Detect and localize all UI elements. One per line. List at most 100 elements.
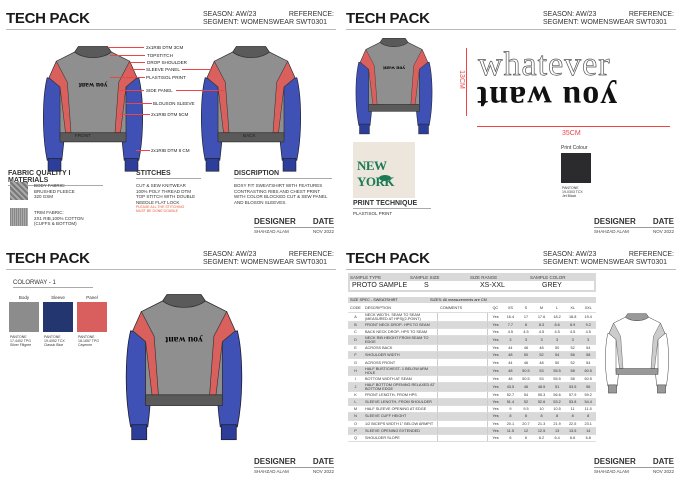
cell-size-value: 9.5 bbox=[518, 405, 534, 414]
cell-size-value: 6 bbox=[502, 434, 519, 443]
cell-size-value: 17 bbox=[518, 312, 534, 322]
cell-comments bbox=[437, 391, 489, 400]
cell-code: L bbox=[348, 398, 363, 407]
cell-size-value: 52.7 bbox=[502, 391, 519, 400]
cell-size-value: 48 bbox=[533, 344, 550, 353]
cell-comments bbox=[437, 412, 489, 421]
cell-qc: Yes bbox=[487, 358, 503, 367]
cell-size-value: 52 bbox=[564, 358, 581, 367]
callout-blouson-sleeve: BLOUSON SLEEVE bbox=[153, 101, 195, 106]
reference-photo: NEW YORK bbox=[353, 142, 415, 198]
cell-qc: Yes bbox=[487, 405, 503, 414]
cell-size-value: 51 bbox=[549, 382, 565, 392]
cell-size-value: 58 bbox=[564, 375, 581, 383]
cell-size-value: 48 bbox=[502, 351, 519, 360]
cell-desc: FRONT LENGTH- FROM HPS bbox=[362, 391, 438, 400]
page-title: TECH PACK bbox=[346, 10, 430, 27]
cell-desc: ACROSS BACK bbox=[362, 344, 438, 353]
cell-size-value: 3 bbox=[549, 335, 565, 346]
cell-qc: Yes bbox=[487, 427, 503, 435]
cell-size-value: 56 bbox=[580, 382, 596, 392]
print-technique-value: PLASTISOL PRINT bbox=[353, 211, 393, 216]
width-dimension-label: 35CM bbox=[562, 130, 581, 137]
reference: REFERENCE:SWT0301 bbox=[628, 11, 674, 26]
cell-size-value: 8 bbox=[518, 321, 534, 329]
cell-size-value: 4.5 bbox=[533, 328, 550, 337]
cell-comments bbox=[437, 321, 489, 329]
cell-size-value: 10.5 bbox=[549, 405, 565, 414]
callout-topstitch: TOPSTITCH bbox=[147, 53, 173, 58]
cell-size-value: 8 bbox=[549, 412, 565, 421]
cell-size-value: 3 bbox=[580, 335, 596, 346]
page-title: TECH PACK bbox=[6, 10, 90, 27]
sweatshirt-front-sketch: you want bbox=[43, 46, 143, 172]
cell-size-value: 9 bbox=[502, 405, 519, 414]
cell-size-value: 53.8 bbox=[564, 398, 581, 407]
cell-size-value: 3 bbox=[533, 335, 550, 346]
back-label: BACK bbox=[243, 133, 256, 138]
cell-desc: SLEEVE LENGTH- FROM SHOULDER bbox=[362, 398, 438, 407]
cell-code: B bbox=[348, 321, 363, 329]
cell-comments bbox=[437, 366, 489, 376]
cell-code: E bbox=[348, 344, 363, 353]
cell-size-value: 46 bbox=[518, 358, 534, 367]
cell-comments bbox=[437, 427, 489, 435]
cell-code: J bbox=[348, 382, 363, 392]
cell-desc: SLEEVE OPENING EXTENDED bbox=[362, 427, 438, 435]
cell-desc: HALF BUST/CHEST- 1 BELOW ARM HOLE bbox=[362, 366, 438, 376]
cell-size-value: 55.5 bbox=[549, 375, 565, 383]
cell-size-value: 50 bbox=[549, 358, 565, 367]
cell-size-value: 8.3 bbox=[533, 321, 550, 329]
cell-code: K bbox=[348, 391, 363, 400]
cell-comments bbox=[437, 434, 489, 443]
cell-size-value: 52 bbox=[564, 344, 581, 353]
cell-size-value: 43.5 bbox=[502, 382, 519, 392]
cell-size-value: 50 bbox=[518, 351, 534, 360]
cell-size-value: 8 bbox=[564, 412, 581, 421]
print-colour-title: Print Colour bbox=[561, 145, 588, 151]
cell-qc: Yes bbox=[487, 321, 503, 329]
cell-size-value: 4.5 bbox=[580, 328, 596, 337]
cell-size-value: 14 bbox=[580, 427, 596, 435]
callout-plastisol-print: PLASTISOL PRINT bbox=[146, 75, 186, 80]
cell-size-value: 4.5 bbox=[564, 328, 581, 337]
cell-size-value: 50.5 bbox=[518, 375, 534, 383]
cell-comments bbox=[437, 382, 489, 392]
description-section-title: DISCRIPTION bbox=[234, 170, 332, 179]
cell-size-value: 6.4 bbox=[549, 434, 565, 443]
cell-comments bbox=[437, 328, 489, 337]
cell-size-value: 11.5 bbox=[580, 405, 596, 414]
cell-size-value: 54 bbox=[580, 344, 596, 353]
cell-size-value: 52 bbox=[533, 351, 550, 360]
cell-size-value: 46 bbox=[518, 344, 534, 353]
cell-size-value: 3 bbox=[564, 335, 581, 346]
height-dimension-line bbox=[466, 48, 467, 116]
cell-size-value: 21.3 bbox=[533, 420, 550, 428]
swatch-body bbox=[9, 302, 39, 332]
cell-code: A bbox=[348, 312, 363, 322]
cell-desc: NECK RIB HEIGHT FROM SEAM TO EDGE bbox=[362, 335, 438, 346]
cell-size-value: 8.9 bbox=[564, 321, 581, 329]
sweatshirt-line-sketch bbox=[605, 313, 669, 394]
cell-code: C bbox=[348, 328, 363, 337]
cell-size-value: 11.5 bbox=[502, 427, 519, 435]
cell-size-value: 53.5 bbox=[564, 382, 581, 392]
cell-size-value: 50.5 bbox=[518, 366, 534, 376]
